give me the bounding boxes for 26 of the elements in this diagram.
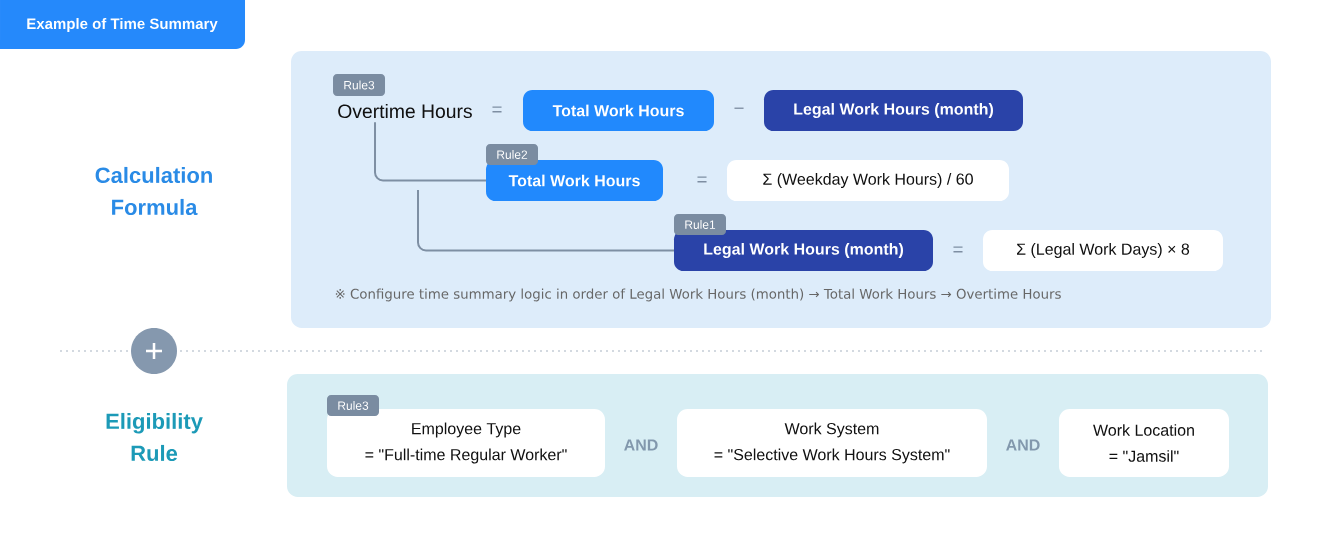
operator-text: AND bbox=[1006, 439, 1040, 451]
condition-box: Work Location = "Jamsil" bbox=[1059, 409, 1229, 477]
rule-badge: Rule1 bbox=[674, 214, 726, 235]
operator-text: AND bbox=[624, 439, 658, 451]
term-box: Legal Work Hours (month) bbox=[764, 90, 1023, 131]
note-text: ※ Configure time summary logic in order of Legal Work Hours (month) → Total Work Hours → Overtime Hours bbox=[335, 288, 1061, 302]
formula-box: Σ (Weekday Work Hours) / 60 bbox=[727, 160, 1009, 201]
rule-badge: Rule2 bbox=[486, 144, 538, 165]
condition-box: Work System = "Selective Work Hours System" bbox=[677, 409, 987, 477]
operator-sign: = bbox=[492, 106, 502, 113]
term-box: Total Work Hours bbox=[486, 160, 663, 201]
connector-line bbox=[374, 121, 487, 182]
condition-box: Employee Type = "Full-time Regular Worker" bbox=[327, 409, 605, 477]
rule-badge: Rule3 bbox=[327, 395, 379, 416]
section-heading: Calculation Formula bbox=[95, 166, 212, 216]
operator-sign: = bbox=[953, 246, 963, 253]
rule-badge: Rule3 bbox=[333, 74, 385, 96]
term-box: Legal Work Hours (month) bbox=[674, 230, 933, 271]
connector-line bbox=[417, 189, 675, 252]
term-text: Overtime Hours bbox=[338, 103, 472, 119]
term-box: Total Work Hours bbox=[523, 90, 714, 131]
title-tab: Example of Time Summary bbox=[0, 0, 245, 49]
section-heading: Eligibility Rule bbox=[106, 412, 203, 462]
operator-sign: − bbox=[734, 107, 744, 109]
formula-box: Σ (Legal Work Days) × 8 bbox=[983, 230, 1223, 271]
operator-sign: = bbox=[697, 176, 707, 183]
